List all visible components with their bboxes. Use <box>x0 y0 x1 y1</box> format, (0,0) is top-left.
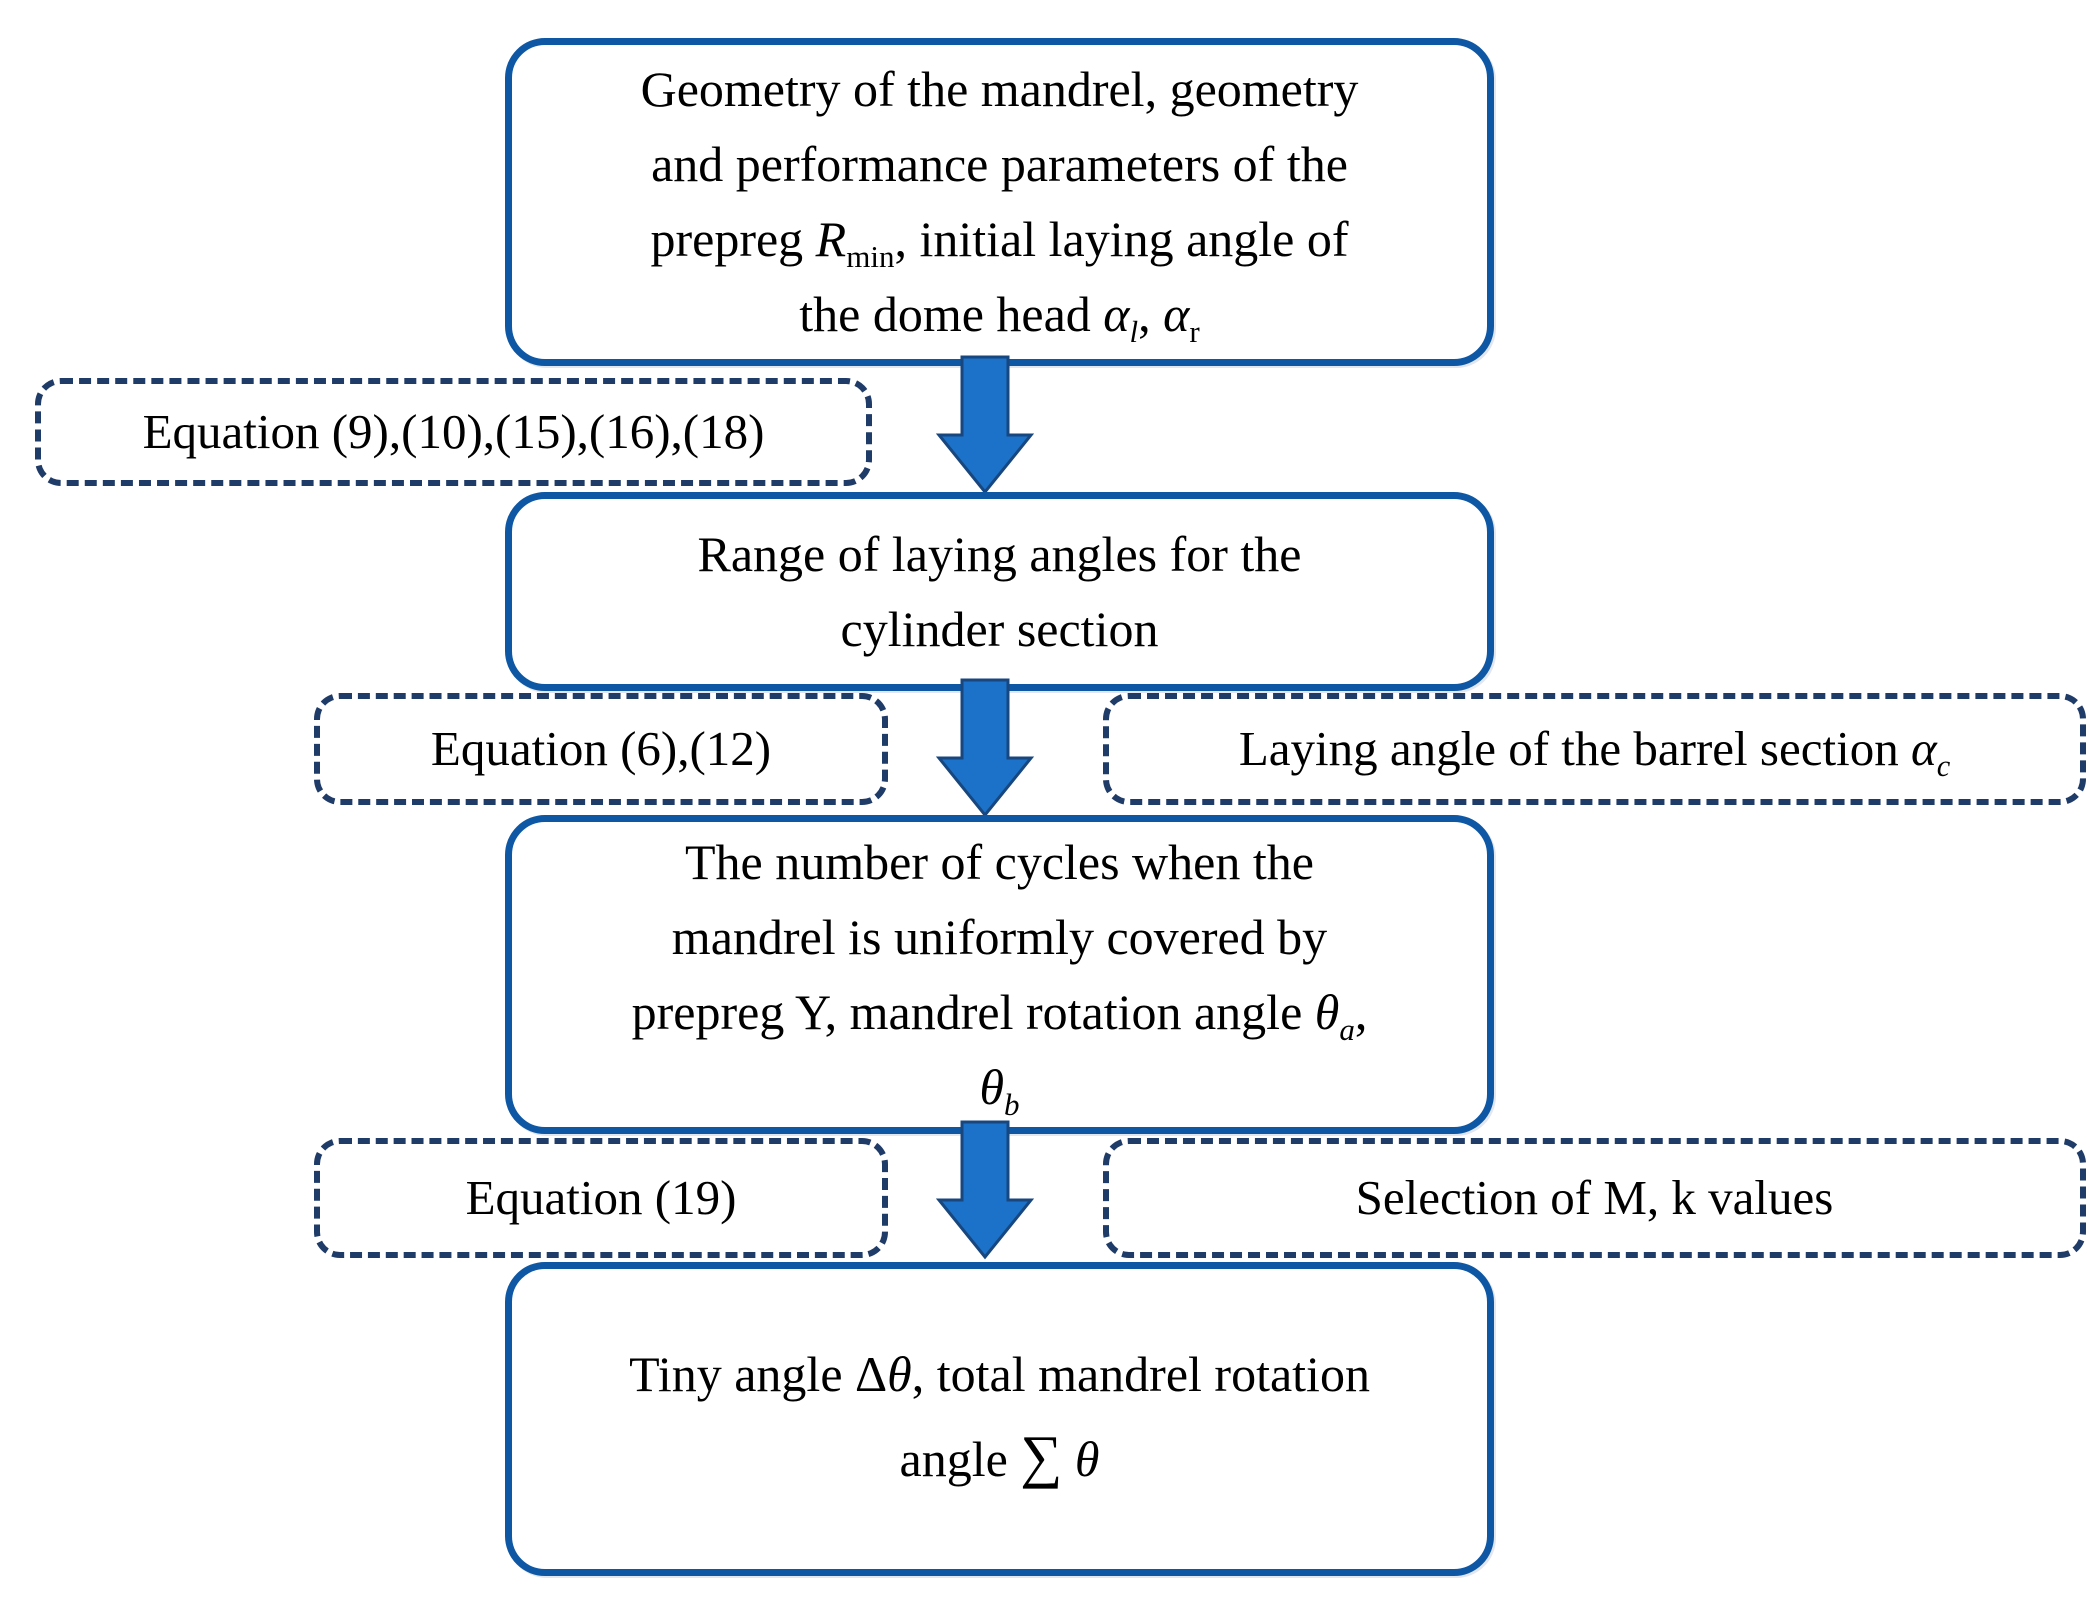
annotation-mk-selection: Selection of M, k values <box>1103 1138 2086 1258</box>
annotation-equation-set-2: Equation (6),(12) <box>314 693 888 805</box>
annotation-barrel-angle-text: Laying angle of the barrel section αc <box>1238 720 1951 783</box>
annotation-equation-19-text: Equation (19) <box>465 1169 737 1225</box>
down-arrow-1 <box>935 355 1035 495</box>
down-arrow-2 <box>935 678 1035 818</box>
down-arrow-3 <box>935 1120 1035 1260</box>
annotation-equation-set-2-text: Equation (6),(12) <box>430 720 772 776</box>
annotation-barrel-angle: Laying angle of the barrel section αc <box>1103 693 2086 805</box>
annotation-equation-19: Equation (19) <box>314 1138 888 1258</box>
annotation-mk-selection-text: Selection of M, k values <box>1355 1169 1834 1225</box>
annotation-equation-set-1: Equation (9),(10),(15),(16),(18) <box>35 378 872 486</box>
annotation-equation-set-1-text: Equation (9),(10),(15),(16),(18) <box>142 403 765 459</box>
